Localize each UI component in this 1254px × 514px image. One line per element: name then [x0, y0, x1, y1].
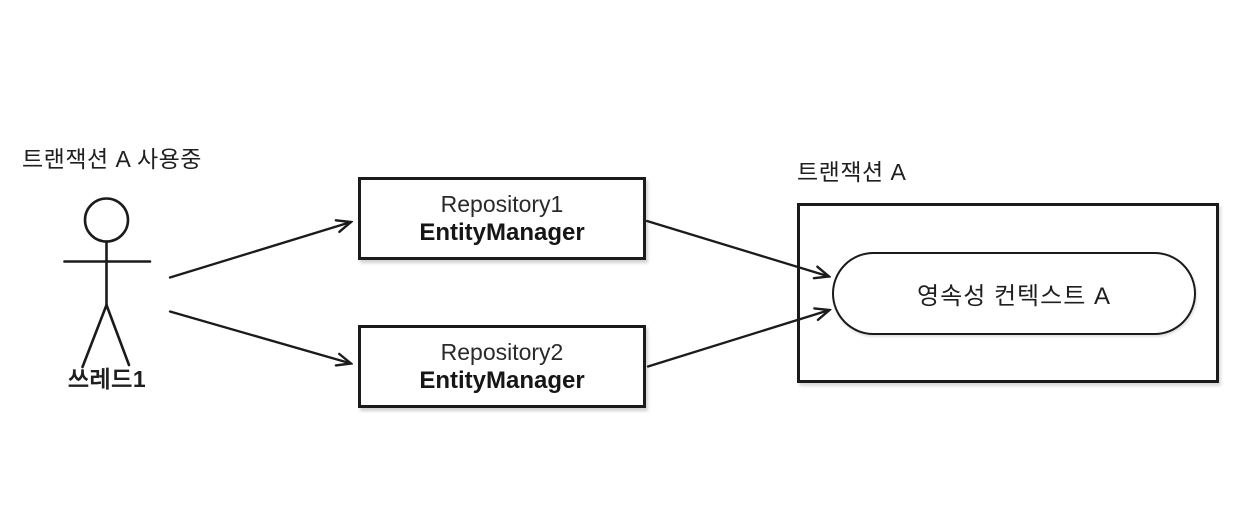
- repository1-subtitle: EntityManager: [419, 218, 585, 246]
- actor-caption: 트랜잭션 A 사용중: [22, 146, 202, 172]
- transaction-label: 트랜잭션 A: [797, 159, 907, 185]
- actor-right-leg: [105, 303, 131, 367]
- repository2-box: Repository2 EntityManager: [358, 325, 646, 408]
- actor-head: [83, 197, 130, 243]
- repository2-subtitle: EntityManager: [419, 366, 585, 394]
- persistence-context-label: 영속성 컨텍스트 A: [917, 283, 1111, 310]
- actor-left-leg: [81, 303, 108, 369]
- repository1-box: Repository1 EntityManager: [358, 177, 646, 260]
- repository2-title: Repository2: [440, 338, 564, 365]
- persistence-context-node: 영속성 컨텍스트 A: [832, 252, 1196, 335]
- arrow-actor-to-repository1: [168, 222, 351, 279]
- actor-stick-figure-icon: [63, 197, 152, 369]
- repository1-title: Repository1: [440, 190, 564, 217]
- actor-name-label: 쓰레드1: [67, 366, 147, 392]
- arrow-actor-to-repository2: [168, 310, 351, 364]
- transaction-boundary-box: [797, 203, 1219, 383]
